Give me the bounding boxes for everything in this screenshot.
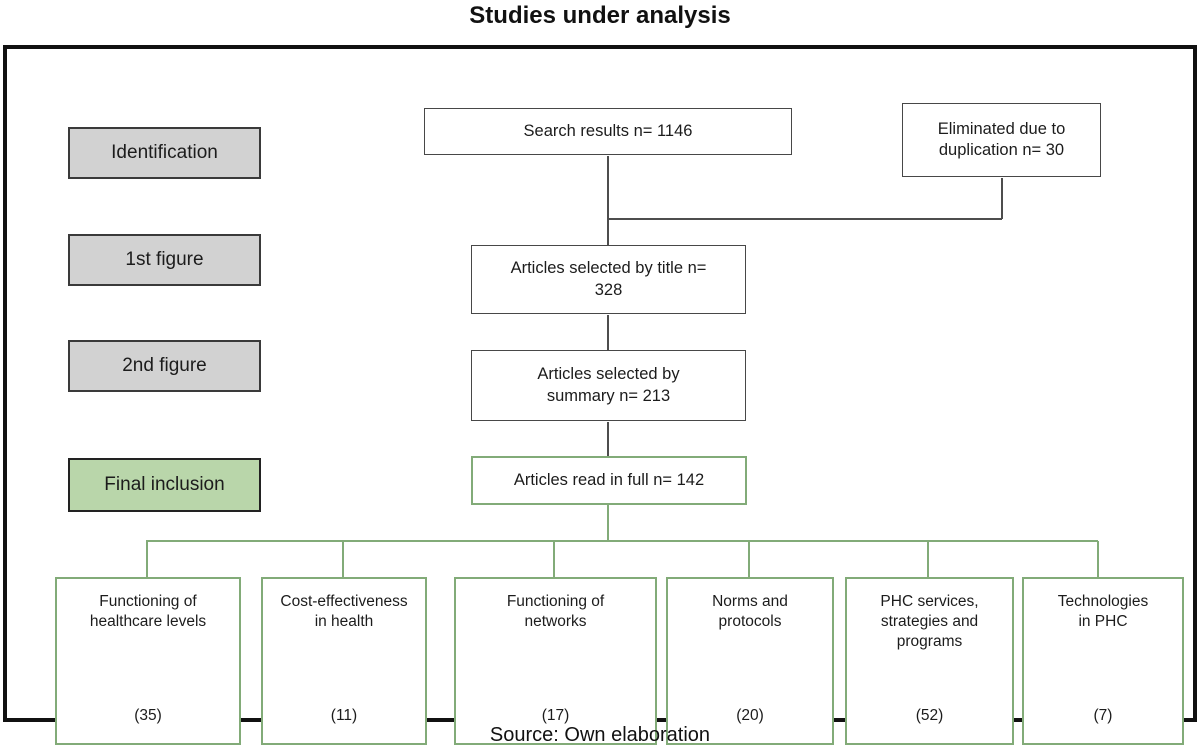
connector-eliminated-down — [1001, 178, 1003, 219]
diagram-title: Studies under analysis — [469, 2, 731, 29]
connector-drop-1 — [146, 541, 148, 577]
flow-box-selected-by-summary: Articles selected by summary n= 213 — [471, 350, 746, 421]
connector-drop-4 — [748, 541, 750, 577]
category-label: Technologies in PHC — [1057, 593, 1149, 631]
category-count: (7) — [1093, 706, 1113, 724]
connector-search-to-title — [607, 156, 609, 245]
flow-box-eliminated-duplication: Eliminated due to duplication n= 30 — [902, 103, 1101, 177]
connector-eliminated-horizontal — [607, 218, 1002, 220]
category-box-healthcare-levels: Functioning of healthcare levels (35) — [55, 577, 241, 745]
category-box-technologies: Technologies in PHC (7) — [1022, 577, 1184, 745]
flow-box-read-in-full: Articles read in full n= 142 — [471, 456, 747, 505]
category-box-norms-protocols: Norms and protocols (20) — [666, 577, 834, 745]
category-box-phc-services: PHC services, strategies and programs (5… — [845, 577, 1014, 745]
category-box-networks: Functioning of networks (17) — [454, 577, 657, 745]
connector-summary-to-readfull — [607, 422, 609, 456]
category-label: Cost-effectiveness in health — [280, 593, 408, 631]
category-label: Functioning of healthcare levels — [89, 593, 207, 631]
stage-box-final-inclusion: Final inclusion — [68, 458, 261, 512]
stage-box-2nd-figure: 2nd figure — [68, 340, 261, 392]
category-count: (11) — [330, 706, 358, 724]
category-label: Functioning of networks — [506, 593, 605, 631]
stage-box-1st-figure: 1st figure — [68, 234, 261, 286]
connector-drop-3 — [553, 541, 555, 577]
connector-readfull-down — [607, 504, 609, 541]
category-count: (20) — [736, 706, 764, 724]
flow-box-search-results: Search results n= 1146 — [424, 108, 792, 155]
connector-branch-horizontal — [146, 540, 1098, 542]
category-count: (17) — [541, 706, 570, 724]
category-count: (52) — [915, 706, 944, 724]
category-count: (35) — [134, 706, 162, 724]
source-caption: Source: Own elaboration — [489, 724, 711, 746]
connector-title-to-summary — [607, 315, 609, 350]
category-label: PHC services, strategies and programs — [880, 593, 979, 651]
category-box-cost-effectiveness: Cost-effectiveness in health (11) — [261, 577, 427, 745]
flow-box-selected-by-title: Articles selected by title n= 328 — [471, 245, 746, 314]
connector-drop-5 — [927, 541, 929, 577]
connector-drop-6 — [1097, 541, 1099, 577]
stage-box-identification: Identification — [68, 127, 261, 179]
category-label: Norms and protocols — [712, 593, 788, 631]
connector-drop-2 — [342, 541, 344, 577]
